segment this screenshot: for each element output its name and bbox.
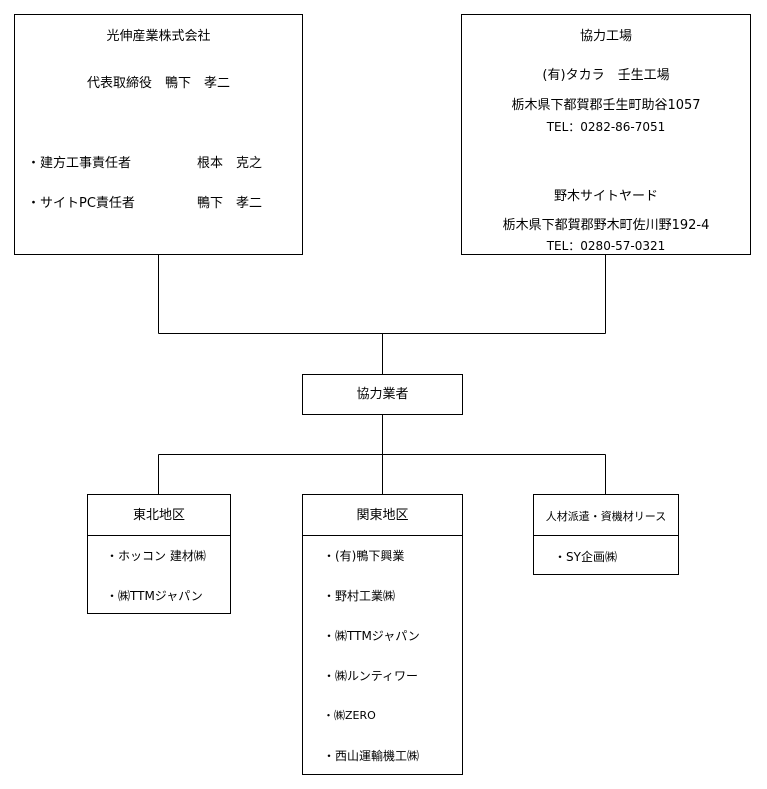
region-header: 関東地区 xyxy=(303,495,462,536)
region-item: ・野村工業㈱ xyxy=(323,589,396,603)
region-name: 関東地区 xyxy=(356,508,409,523)
region-item: ・ホッコン 建材㈱ xyxy=(106,549,206,563)
region-header: 東北地区 xyxy=(88,495,230,536)
region-name: 東北地区 xyxy=(132,508,185,523)
factory-site-address: 栃木県下都賀郡野木町佐川野192-4 xyxy=(502,218,710,233)
region-item: ・㈱ZERO xyxy=(323,709,376,722)
factory-site-tel: TEL：0282-86-7051 xyxy=(546,120,666,134)
partners-box: 協力業者 xyxy=(302,374,463,415)
company-name: 光伸産業株式会社 xyxy=(106,29,211,44)
region-box-kanto: 関東地区 ・(有)鴨下興業 ・野村工業㈱ ・㈱TTMジャパン ・㈱ルンティワー … xyxy=(302,494,463,775)
region-box-tohoku: 東北地区 ・ホッコン 建材㈱ ・㈱TTMジャパン xyxy=(87,494,231,614)
region-name: 人材派遣・資機材リース xyxy=(545,510,667,523)
role-title: ・建方工事責任者 xyxy=(27,156,132,171)
region-item: ・(有)鴨下興業 xyxy=(323,549,405,563)
role-person: 鴨下 孝二 xyxy=(197,196,263,211)
role-title: ・サイトPC責任者 xyxy=(27,196,135,211)
region-item: ・西山運輸機工㈱ xyxy=(323,749,420,763)
region-header: 人材派遣・資機材リース xyxy=(534,495,678,536)
region-item: ・㈱ルンティワー xyxy=(323,669,419,683)
factory-header: 協力工場 xyxy=(579,29,632,44)
region-item: ・SY企画㈱ xyxy=(554,550,617,564)
company-box: 光伸産業株式会社 代表取締役 鴨下 孝二 ・建方工事責任者 根本 克之 ・サイト… xyxy=(14,14,303,255)
factory-site-tel: TEL：0280-57-0321 xyxy=(546,239,666,253)
partners-label: 協力業者 xyxy=(356,387,409,402)
role-person: 根本 克之 xyxy=(197,156,263,171)
factory-site-name: 野木サイトヤード xyxy=(553,189,658,204)
region-item: ・㈱TTMジャパン xyxy=(106,589,203,603)
region-box-lease: 人材派遣・資機材リース ・SY企画㈱ xyxy=(533,494,679,575)
company-representative: 代表取締役 鴨下 孝二 xyxy=(86,76,230,91)
region-item: ・㈱TTMジャパン xyxy=(323,629,420,643)
factory-site-name: (有)タカラ 壬生工場 xyxy=(542,68,670,83)
factory-site-address: 栃木県下都賀郡壬生町助谷1057 xyxy=(511,98,701,113)
factory-box: 協力工場 (有)タカラ 壬生工場 栃木県下都賀郡壬生町助谷1057 TEL：02… xyxy=(461,14,751,255)
